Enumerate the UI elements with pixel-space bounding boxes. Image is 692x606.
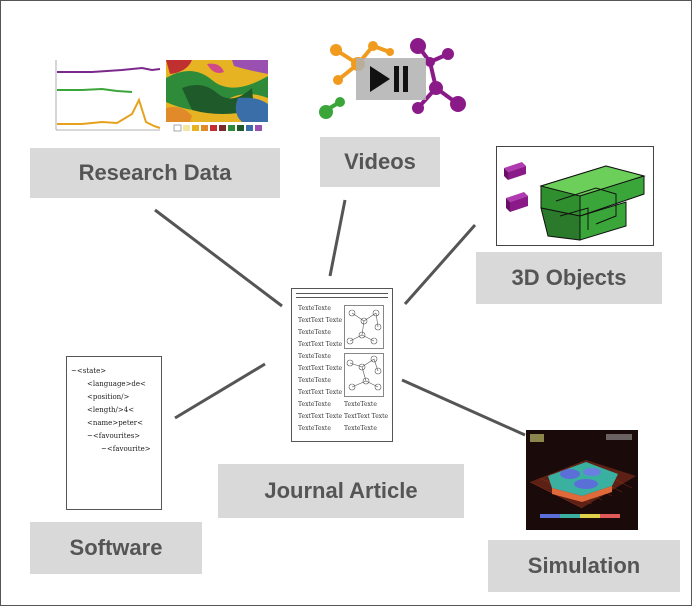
article-line: TextText Texte xyxy=(298,317,343,324)
green-building xyxy=(539,165,646,241)
article-line: TexteTexte xyxy=(298,377,331,384)
heat-map-image xyxy=(166,60,268,122)
article-line: TexteTexte xyxy=(298,329,331,336)
research-data-label[interactable]: Research Data xyxy=(30,148,280,198)
code-line: <position/> xyxy=(87,393,130,401)
article-line: TextText Texte xyxy=(344,413,389,420)
play-icon xyxy=(370,66,390,92)
article-line: TexteTexte xyxy=(344,425,377,432)
research-data-thumbnail[interactable] xyxy=(42,58,268,134)
article-line: TexteTexte xyxy=(344,401,377,408)
green-series-line xyxy=(57,87,133,93)
connector-simulation xyxy=(401,378,526,437)
connector-research-data xyxy=(154,208,283,308)
code-line: ~<favourite> xyxy=(101,445,151,453)
code-line: ~<favourites> xyxy=(87,432,141,440)
connector-3d-objects xyxy=(403,224,477,305)
videos-label[interactable]: Videos xyxy=(320,137,440,187)
article-line: TexteTexte xyxy=(298,353,331,360)
article-figure-1 xyxy=(344,305,384,349)
article-figure-2 xyxy=(344,353,384,397)
videos-thumbnail[interactable] xyxy=(318,32,468,124)
journal-article-label[interactable]: Journal Article xyxy=(218,464,464,518)
article-line: TextText Texte xyxy=(298,365,343,372)
article-line: TextText Texte xyxy=(298,413,343,420)
code-line: <name>peter< xyxy=(87,419,143,427)
connector-software xyxy=(174,362,266,420)
software-thumbnail[interactable]: ~<state> <language>de< <position/> <leng… xyxy=(66,356,162,510)
simulation-thumbnail[interactable] xyxy=(526,430,638,530)
purple-cube-top xyxy=(504,162,526,180)
purple-series-line xyxy=(57,66,161,73)
orange-series-line xyxy=(57,97,161,129)
software-label[interactable]: Software xyxy=(30,522,202,574)
article-line: TextText Texte xyxy=(298,341,343,348)
play-pause-overlay xyxy=(356,58,426,100)
3d-objects-label[interactable]: 3D Objects xyxy=(476,252,662,304)
journal-article-thumbnail[interactable]: TexteTexte TextText Texte TexteTexte Tex… xyxy=(291,288,393,442)
connector-videos xyxy=(328,199,347,277)
article-line: TextText Texte xyxy=(298,389,343,396)
map-legend xyxy=(173,124,262,132)
purple-cube-bottom xyxy=(506,192,528,212)
article-line: TexteTexte xyxy=(298,425,331,432)
3d-objects-thumbnail[interactable] xyxy=(496,146,654,246)
code-line: <language>de< xyxy=(87,380,146,388)
pause-icon xyxy=(394,66,399,92)
article-line: TexteTexte xyxy=(298,401,331,408)
code-line: <length/>4< xyxy=(87,406,135,414)
code-line: ~<state> xyxy=(71,367,107,375)
simulation-label[interactable]: Simulation xyxy=(488,540,680,592)
article-line: TexteTexte xyxy=(298,305,331,312)
